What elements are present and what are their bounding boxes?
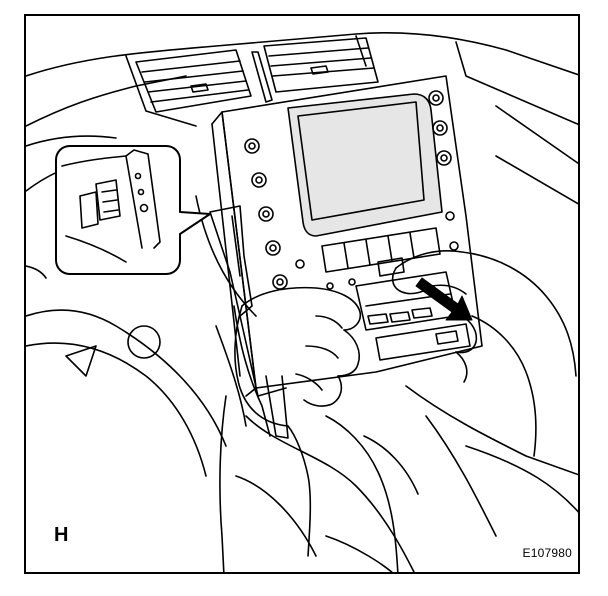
cabin-left-curves <box>26 135 257 477</box>
navigation-unit <box>211 75 483 397</box>
air-vent-right <box>263 37 379 93</box>
air-vent-left <box>135 49 252 113</box>
display-screen <box>287 93 443 237</box>
figure-code: E107980 <box>522 546 572 560</box>
dashboard-outline <box>26 32 578 205</box>
installation-illustration <box>26 32 578 572</box>
vent-divider <box>251 51 273 103</box>
mounting-bracket <box>209 205 287 437</box>
push-arrow <box>415 277 473 321</box>
panel-letter: H <box>54 524 69 546</box>
illustration-frame: H E107980 <box>24 14 580 574</box>
left-hand <box>219 286 362 572</box>
detail-callout <box>55 145 211 275</box>
right-hand <box>325 249 577 572</box>
